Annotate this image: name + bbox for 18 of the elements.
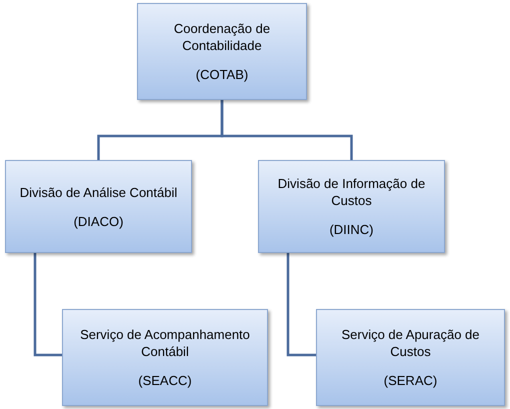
org-unit-box — [5, 160, 192, 253]
unit-name: (SERAC) — [384, 372, 438, 389]
unit-name: (SEACC) — [138, 372, 192, 389]
unit-name: Divisão de Análise Contábil — [20, 184, 178, 200]
connector-line — [220, 100, 353, 160]
org-unit-box — [137, 3, 307, 100]
org-unit-box — [258, 160, 445, 253]
unit-name: Coordenação de Contabilidade — [172, 20, 272, 54]
unit-name: (DIACO) — [74, 212, 124, 230]
unit-name: Serviço de Apuração de Custos — [340, 326, 481, 360]
unit-name: (COTAB) — [196, 66, 248, 83]
org-unit-box — [316, 309, 505, 406]
connector-line — [286, 253, 316, 356]
unit-name: (DIINC) — [329, 221, 374, 238]
org-unit-box — [62, 309, 268, 406]
unit-name: Divisão de Informação de Custos — [276, 175, 426, 209]
unit-name: Serviço de Acompanhamento Contábil — [79, 326, 251, 360]
connector-line — [34, 253, 62, 356]
